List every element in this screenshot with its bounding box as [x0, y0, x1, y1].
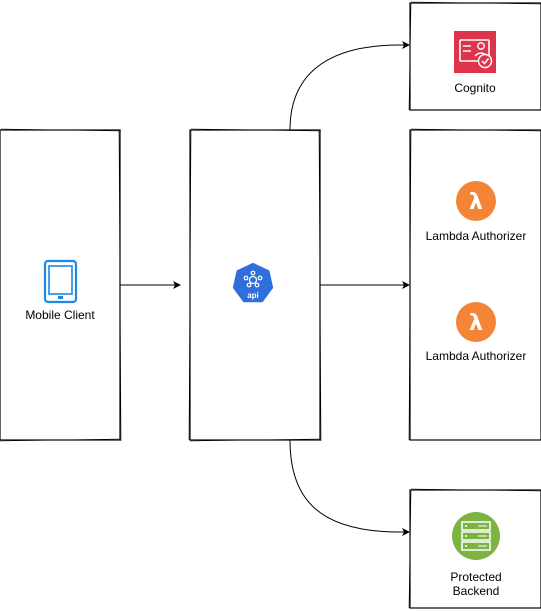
- lambda-glyph: λ: [469, 190, 483, 215]
- lambda-icon: λ: [456, 181, 496, 221]
- lambda-authorizer-label: Lambda Authorizer: [426, 349, 527, 363]
- protected-backend-label-line2: Backend: [453, 584, 500, 598]
- lambda-icon: λ: [456, 302, 496, 342]
- edge-api-to-backend: [289, 439, 410, 536]
- tablet-icon: [43, 259, 78, 304]
- lambda-authorizers-box[interactable]: [408, 128, 541, 441]
- api-gateway-icon: api: [231, 261, 275, 304]
- mobile-client-label: Mobile Client: [25, 308, 95, 322]
- api-icon-text: api: [247, 291, 259, 300]
- server-icon: [452, 512, 500, 560]
- lambda-glyph: λ: [469, 311, 483, 336]
- lambda-authorizer-label: Lambda Authorizer: [426, 229, 527, 243]
- mobile-client-box[interactable]: [0, 128, 122, 442]
- protected-backend-label-line1: Protected: [450, 570, 501, 584]
- cognito-label: Cognito: [454, 81, 496, 95]
- cognito-id-card-icon: [454, 31, 496, 73]
- edge-api-to-cognito: [289, 41, 410, 131]
